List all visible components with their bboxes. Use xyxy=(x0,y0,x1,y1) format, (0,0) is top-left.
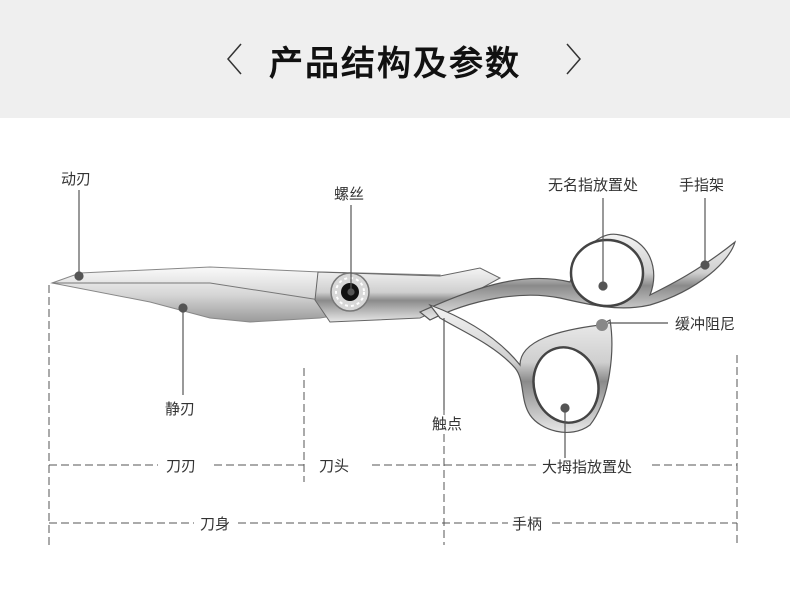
chevron-right-icon xyxy=(566,43,581,75)
label-finger-rest: 手指架 xyxy=(677,176,727,194)
callout-lines xyxy=(74,190,710,458)
label-still-blade: 静刃 xyxy=(163,400,198,418)
label-handle: 手柄 xyxy=(510,515,545,533)
label-contact-point: 触点 xyxy=(430,415,465,433)
label-moving-blade: 动刃 xyxy=(59,170,94,188)
label-blade-body: 刀身 xyxy=(198,515,233,533)
header-banner: 产品结构及参数 xyxy=(0,0,790,118)
label-blade-edge: 刀刃 xyxy=(164,457,199,475)
page-title: 产品结构及参数 xyxy=(269,44,521,84)
dimension-lines xyxy=(48,285,738,545)
damper-dot xyxy=(596,319,608,331)
chevron-left-icon xyxy=(227,43,242,75)
ring-finger-handle xyxy=(418,233,737,321)
label-blade-head: 刀头 xyxy=(317,457,352,475)
label-screw: 螺丝 xyxy=(332,185,367,203)
label-thumb-rest: 大拇指放置处 xyxy=(540,458,635,476)
thumb-handle xyxy=(428,303,613,434)
label-ring-finger-rest: 无名指放置处 xyxy=(546,176,641,194)
label-damper: 缓冲阻尼 xyxy=(673,315,738,333)
